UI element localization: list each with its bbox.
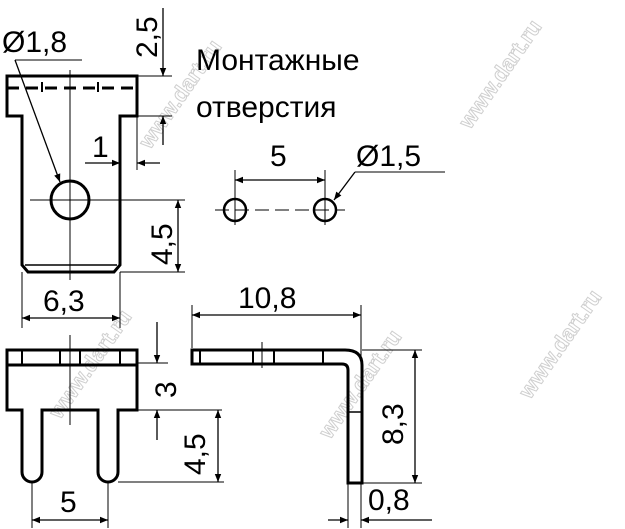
dim-side-height: 8,3 (377, 403, 410, 445)
dim-width: 6,3 (43, 285, 85, 318)
dim-slot-width: 1 (92, 131, 109, 164)
dim-pin-pitch: 5 (60, 486, 77, 519)
top-view (5, 8, 185, 328)
watermark-layer: www.dart.ru www.dart.ru www.dart.ru www.… (43, 15, 608, 445)
dim-hole-offset: 4,5 (146, 223, 179, 265)
dim-pin-length: 4,5 (179, 433, 212, 475)
dim-body-height: 3 (150, 381, 183, 398)
dim-mount-hole-diameter: Ø1,5 (356, 140, 421, 173)
watermark: www.dart.ru (453, 15, 547, 134)
dim-side-length: 10,8 (238, 282, 296, 315)
mounting-holes (215, 170, 445, 225)
dim-head-height: 2,5 (131, 16, 164, 58)
side-view (190, 305, 432, 528)
mount-title-line1: Монтажные (196, 44, 360, 77)
dim-side-thickness: 0,8 (368, 484, 410, 517)
front-view (5, 322, 224, 528)
watermark: www.dart.ru (513, 285, 607, 404)
mount-title-line2: отверстия (196, 91, 336, 124)
dim-hole-diameter: Ø1,8 (2, 26, 67, 59)
dim-mount-pitch: 5 (270, 140, 287, 173)
